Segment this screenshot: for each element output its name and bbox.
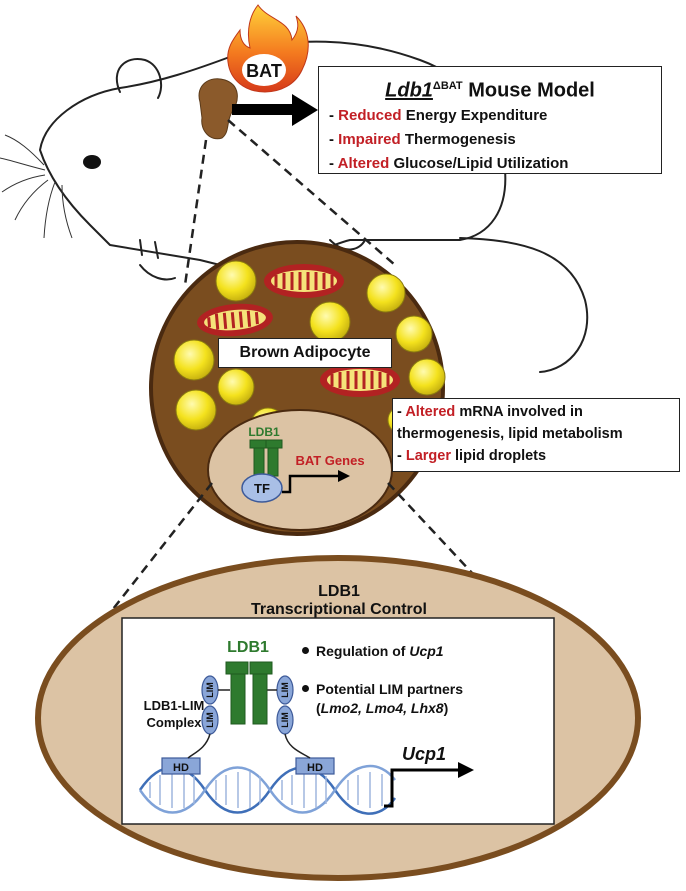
- brown-adipocyte-label: Brown Adipocyte: [218, 338, 392, 368]
- hd-label-right: HD: [307, 762, 323, 774]
- complex-label-line2: Complex: [147, 715, 203, 730]
- bullet-dot: [302, 647, 309, 654]
- mouse-model-box: Ldb1ΔBAT Mouse Model - Reduced Energy Ex…: [318, 66, 662, 174]
- tf-oval: [241, 473, 283, 503]
- model-line-1: - Reduced Energy Expenditure: [329, 106, 548, 124]
- bullet-dot: [302, 685, 309, 692]
- hd-label-left: HD: [173, 762, 189, 774]
- model-superscript: ΔBAT: [432, 80, 463, 92]
- bat-arrow: [232, 94, 318, 126]
- model-gene: Ldb1: [385, 79, 433, 102]
- mitochondria: [197, 264, 400, 397]
- svg-text:LIM: LIM: [205, 712, 215, 728]
- control-title-line2: Transcriptional Control: [251, 601, 427, 618]
- effect-line-1: - Altered mRNA involved in: [397, 404, 583, 420]
- nucleus: [207, 409, 393, 531]
- nucleus-ldb1-label: LDB1: [248, 425, 280, 439]
- bullet-lim-partners-genes: (Lmo2, Lmo4, Lhx8): [316, 700, 449, 716]
- nucleus-transcription-arrow: [282, 470, 350, 494]
- bullet-lim-partners: Potential LIM partners: [302, 680, 463, 698]
- lim-labels: LIM LIM LIM LIM: [205, 682, 290, 728]
- effect-line-2: thermogenesis, lipid metabolism: [397, 426, 623, 442]
- ucp1-label: Ucp1: [402, 744, 446, 764]
- bat-label: BAT: [246, 61, 282, 81]
- svg-text:LIM: LIM: [205, 682, 215, 698]
- ucp1-arrow: [384, 762, 474, 808]
- flame-icon: [227, 4, 309, 93]
- tf-label: TF: [254, 481, 270, 496]
- effects-box: - Altered mRNA involved in thermogenesis…: [392, 398, 680, 472]
- bat-depot: [198, 78, 238, 140]
- svg-text:LIM: LIM: [280, 682, 290, 698]
- zoom-lines-top: [183, 119, 396, 286]
- model-line-2: - Impaired Thermogenesis: [329, 130, 516, 148]
- effect-line-3: - Larger lipid droplets: [397, 448, 547, 464]
- hd-domains: [161, 757, 335, 775]
- mouse-whiskers: [0, 134, 73, 239]
- ldb1-label: LDB1: [227, 639, 269, 656]
- model-title-rest: Mouse Model: [468, 79, 595, 102]
- mouse-model-title: Ldb1ΔBAT Mouse Model: [329, 73, 651, 104]
- complex-label-line1: LDB1-LIM: [144, 698, 205, 713]
- bullet-ucp1-regulation: Regulation of Ucp1: [302, 642, 444, 660]
- control-title-line1: LDB1: [318, 583, 360, 600]
- bat-genes-label: BAT Genes: [295, 453, 364, 468]
- svg-text:LIM: LIM: [280, 712, 290, 728]
- model-line-3: - Altered Glucose/Lipid Utilization: [329, 154, 569, 172]
- mouse-eye: [83, 155, 101, 169]
- lim-domains: [201, 675, 294, 735]
- ldb1-dimer: [225, 661, 273, 725]
- lim-linkers: [187, 689, 311, 759]
